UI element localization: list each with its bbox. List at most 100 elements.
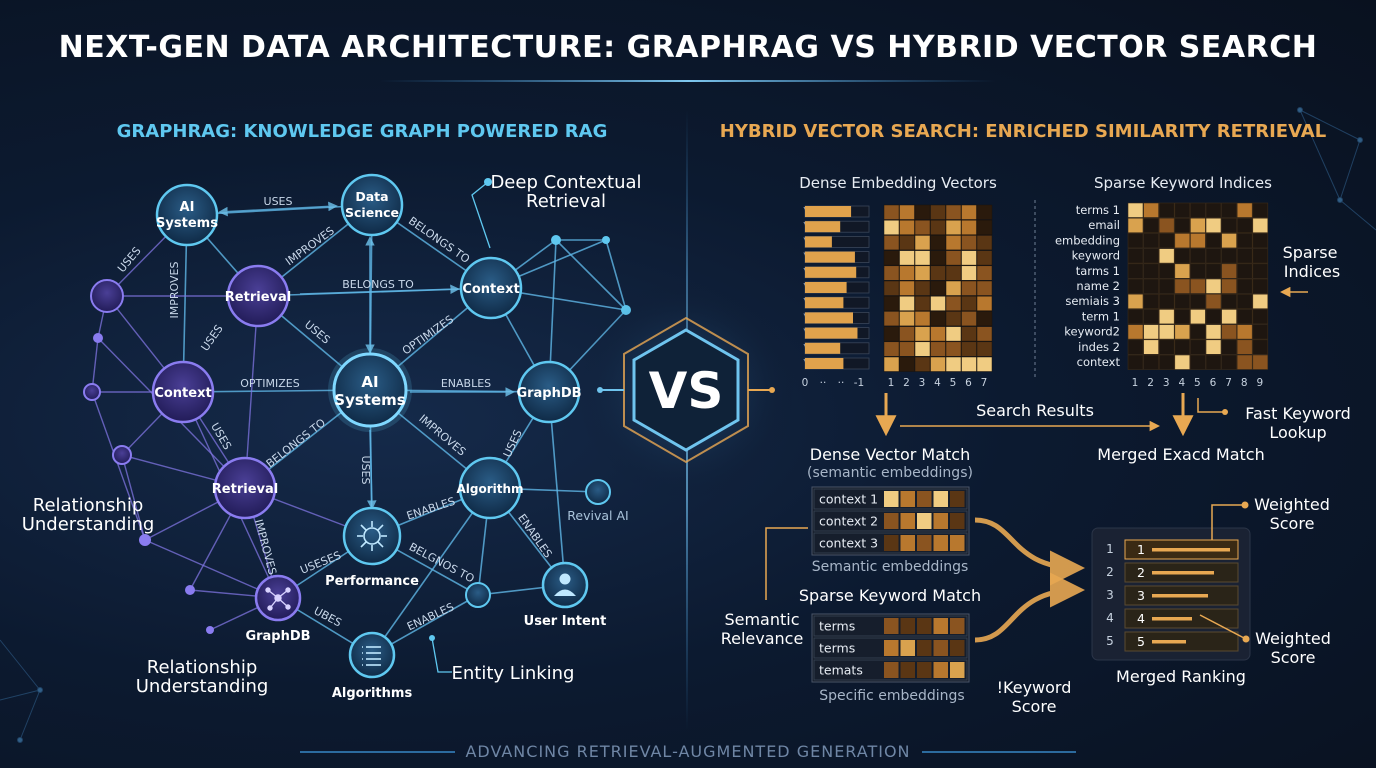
sparse-matrix-cell bbox=[1174, 309, 1191, 325]
sparse-matrix-cell bbox=[1190, 217, 1206, 233]
sparse-matrix-cell bbox=[1127, 339, 1144, 355]
dense-axis-tick: 1 bbox=[888, 377, 895, 389]
term-match-cell bbox=[900, 618, 915, 634]
sparse-matrix-cell bbox=[1127, 263, 1144, 279]
context-row-label: context 1 bbox=[819, 492, 878, 507]
dense-matrix-cell bbox=[914, 219, 931, 235]
callout-text: Semantic bbox=[724, 610, 799, 629]
sparse-matrix-cell bbox=[1252, 339, 1269, 355]
dense-axis-tick: -1 bbox=[854, 377, 864, 389]
dense-matrix-cell bbox=[930, 356, 946, 372]
term-match-cell bbox=[933, 662, 948, 678]
sparse-matrix-cell bbox=[1174, 217, 1191, 233]
sparse-matrix-cell bbox=[1190, 309, 1206, 325]
callout-text: Deep Contextual bbox=[490, 172, 641, 193]
sparse-matrix-cell bbox=[1205, 278, 1222, 294]
sparse-matrix-cell bbox=[1221, 263, 1237, 279]
sparse-matrix-cell bbox=[1127, 324, 1144, 340]
dense-matrix-cell bbox=[883, 250, 900, 266]
sparse-axis-tick: 2 bbox=[1147, 377, 1154, 389]
graph-node-ai-systems-center: AI Systems bbox=[328, 348, 412, 432]
sparse-matrix-cell bbox=[1127, 233, 1144, 249]
dense-matrix-cell bbox=[930, 204, 946, 220]
sparse-matrix-cell bbox=[1127, 248, 1144, 264]
dense-matrix-cell bbox=[930, 280, 946, 296]
term-row-label: temats bbox=[819, 663, 863, 678]
flow-arrow-dense bbox=[974, 517, 1085, 586]
sparse-matrix-cell bbox=[1236, 293, 1253, 310]
callout-text: Retrieval bbox=[526, 191, 606, 212]
ranking-score-bar bbox=[1152, 594, 1208, 598]
context-match-cell bbox=[933, 513, 948, 529]
sparse-matrix-cell bbox=[1205, 233, 1222, 249]
sparse-matrix-cell bbox=[1221, 202, 1237, 218]
sparse-row-label: email bbox=[1088, 218, 1120, 232]
dense-row-bar-fill bbox=[805, 327, 858, 339]
sparse-matrix-cell bbox=[1205, 217, 1222, 233]
callout-deep-contextual-retrieval: Deep Contextual Retrieval bbox=[471, 172, 642, 249]
dense-matrix-cell bbox=[883, 356, 900, 372]
sparse-matrix-cell bbox=[1143, 217, 1159, 233]
node-label: AI bbox=[180, 200, 195, 215]
sparse-row-label: indes 2 bbox=[1078, 340, 1120, 354]
sparse-matrix-cell bbox=[1190, 248, 1206, 264]
node-label: AI bbox=[361, 373, 378, 391]
node-label: Data bbox=[355, 189, 388, 204]
graph-node-user-intent: User Intent bbox=[524, 561, 606, 629]
dense-matrix-cell bbox=[883, 280, 900, 296]
sparse-row-label: term 1 bbox=[1082, 309, 1120, 323]
edge-label-uses: USES bbox=[264, 195, 293, 208]
dense-matrix-cell bbox=[961, 295, 977, 311]
sparse-matrix-cell bbox=[1252, 233, 1269, 249]
dense-row-bar-fill bbox=[805, 312, 853, 324]
corner-mesh-decoration bbox=[0, 107, 1376, 743]
dense-row-bar-fill bbox=[805, 206, 852, 217]
sparse-matrix-cell bbox=[1127, 309, 1144, 325]
dense-matrix-cell bbox=[914, 326, 931, 342]
term-row-label: terms bbox=[819, 619, 855, 634]
dense-axis-tick: 6 bbox=[965, 377, 972, 389]
term-match-cell bbox=[917, 618, 932, 634]
dense-matrix-cell bbox=[899, 295, 915, 311]
context-match-cell bbox=[884, 513, 899, 529]
dense-matrix-cell bbox=[883, 326, 900, 342]
edge-label-improves: IMPROVES bbox=[283, 224, 337, 268]
sparse-matrix-cell bbox=[1174, 248, 1191, 264]
sparse-matrix-cell bbox=[1158, 309, 1175, 325]
context-match-cell bbox=[933, 535, 948, 551]
callout-text: Lookup bbox=[1269, 423, 1326, 442]
flow-arrow-sparse bbox=[974, 572, 1085, 643]
graph-node-retrieval-top: Retrieval bbox=[225, 264, 291, 328]
ranking-score-bar bbox=[1152, 640, 1186, 644]
graph-node-graphdb-right: GraphDB bbox=[516, 360, 582, 424]
edge-arrows bbox=[218, 201, 515, 510]
sparse-matrix-cell bbox=[1143, 309, 1159, 325]
merged-ranking-caption: Merged Ranking bbox=[1116, 667, 1246, 686]
sparse-matrix-cell bbox=[1221, 217, 1237, 233]
edge-label-belongs-to: BELONGS TO bbox=[264, 416, 329, 470]
dense-row-bar-fill bbox=[805, 342, 841, 354]
dense-matrix-cell bbox=[914, 280, 931, 296]
sparse-matrix-cell bbox=[1174, 339, 1191, 355]
dense-matrix-cell bbox=[899, 204, 915, 220]
node-label: Systems bbox=[156, 216, 218, 231]
node-label: Performance bbox=[325, 574, 419, 589]
callout-text: Fast Keyword bbox=[1245, 404, 1351, 423]
dense-axis-tick: 4 bbox=[934, 377, 941, 389]
ranking-label: 4 bbox=[1137, 611, 1145, 626]
dense-axis-tick: 2 bbox=[903, 377, 910, 389]
term-match-cell bbox=[917, 662, 932, 678]
sparse-matrix-cell bbox=[1143, 339, 1159, 355]
dense-vector-match-title: Dense Vector Match bbox=[810, 445, 970, 464]
graph-node-algorithm: Algorithm bbox=[456, 456, 524, 520]
sparse-matrix-cell bbox=[1143, 233, 1159, 249]
sparse-matrix-cell bbox=[1221, 278, 1237, 294]
term-match-cell bbox=[950, 640, 965, 656]
callout-text: Understanding bbox=[136, 676, 269, 697]
sparse-matrix-cell bbox=[1221, 309, 1237, 325]
dense-axis-tick: 3 bbox=[919, 377, 926, 389]
edge-label-optimizes: OPTIMIZES bbox=[400, 313, 456, 358]
sparse-matrix-cell bbox=[1158, 324, 1175, 340]
sparse-matrix-cell bbox=[1190, 263, 1206, 279]
